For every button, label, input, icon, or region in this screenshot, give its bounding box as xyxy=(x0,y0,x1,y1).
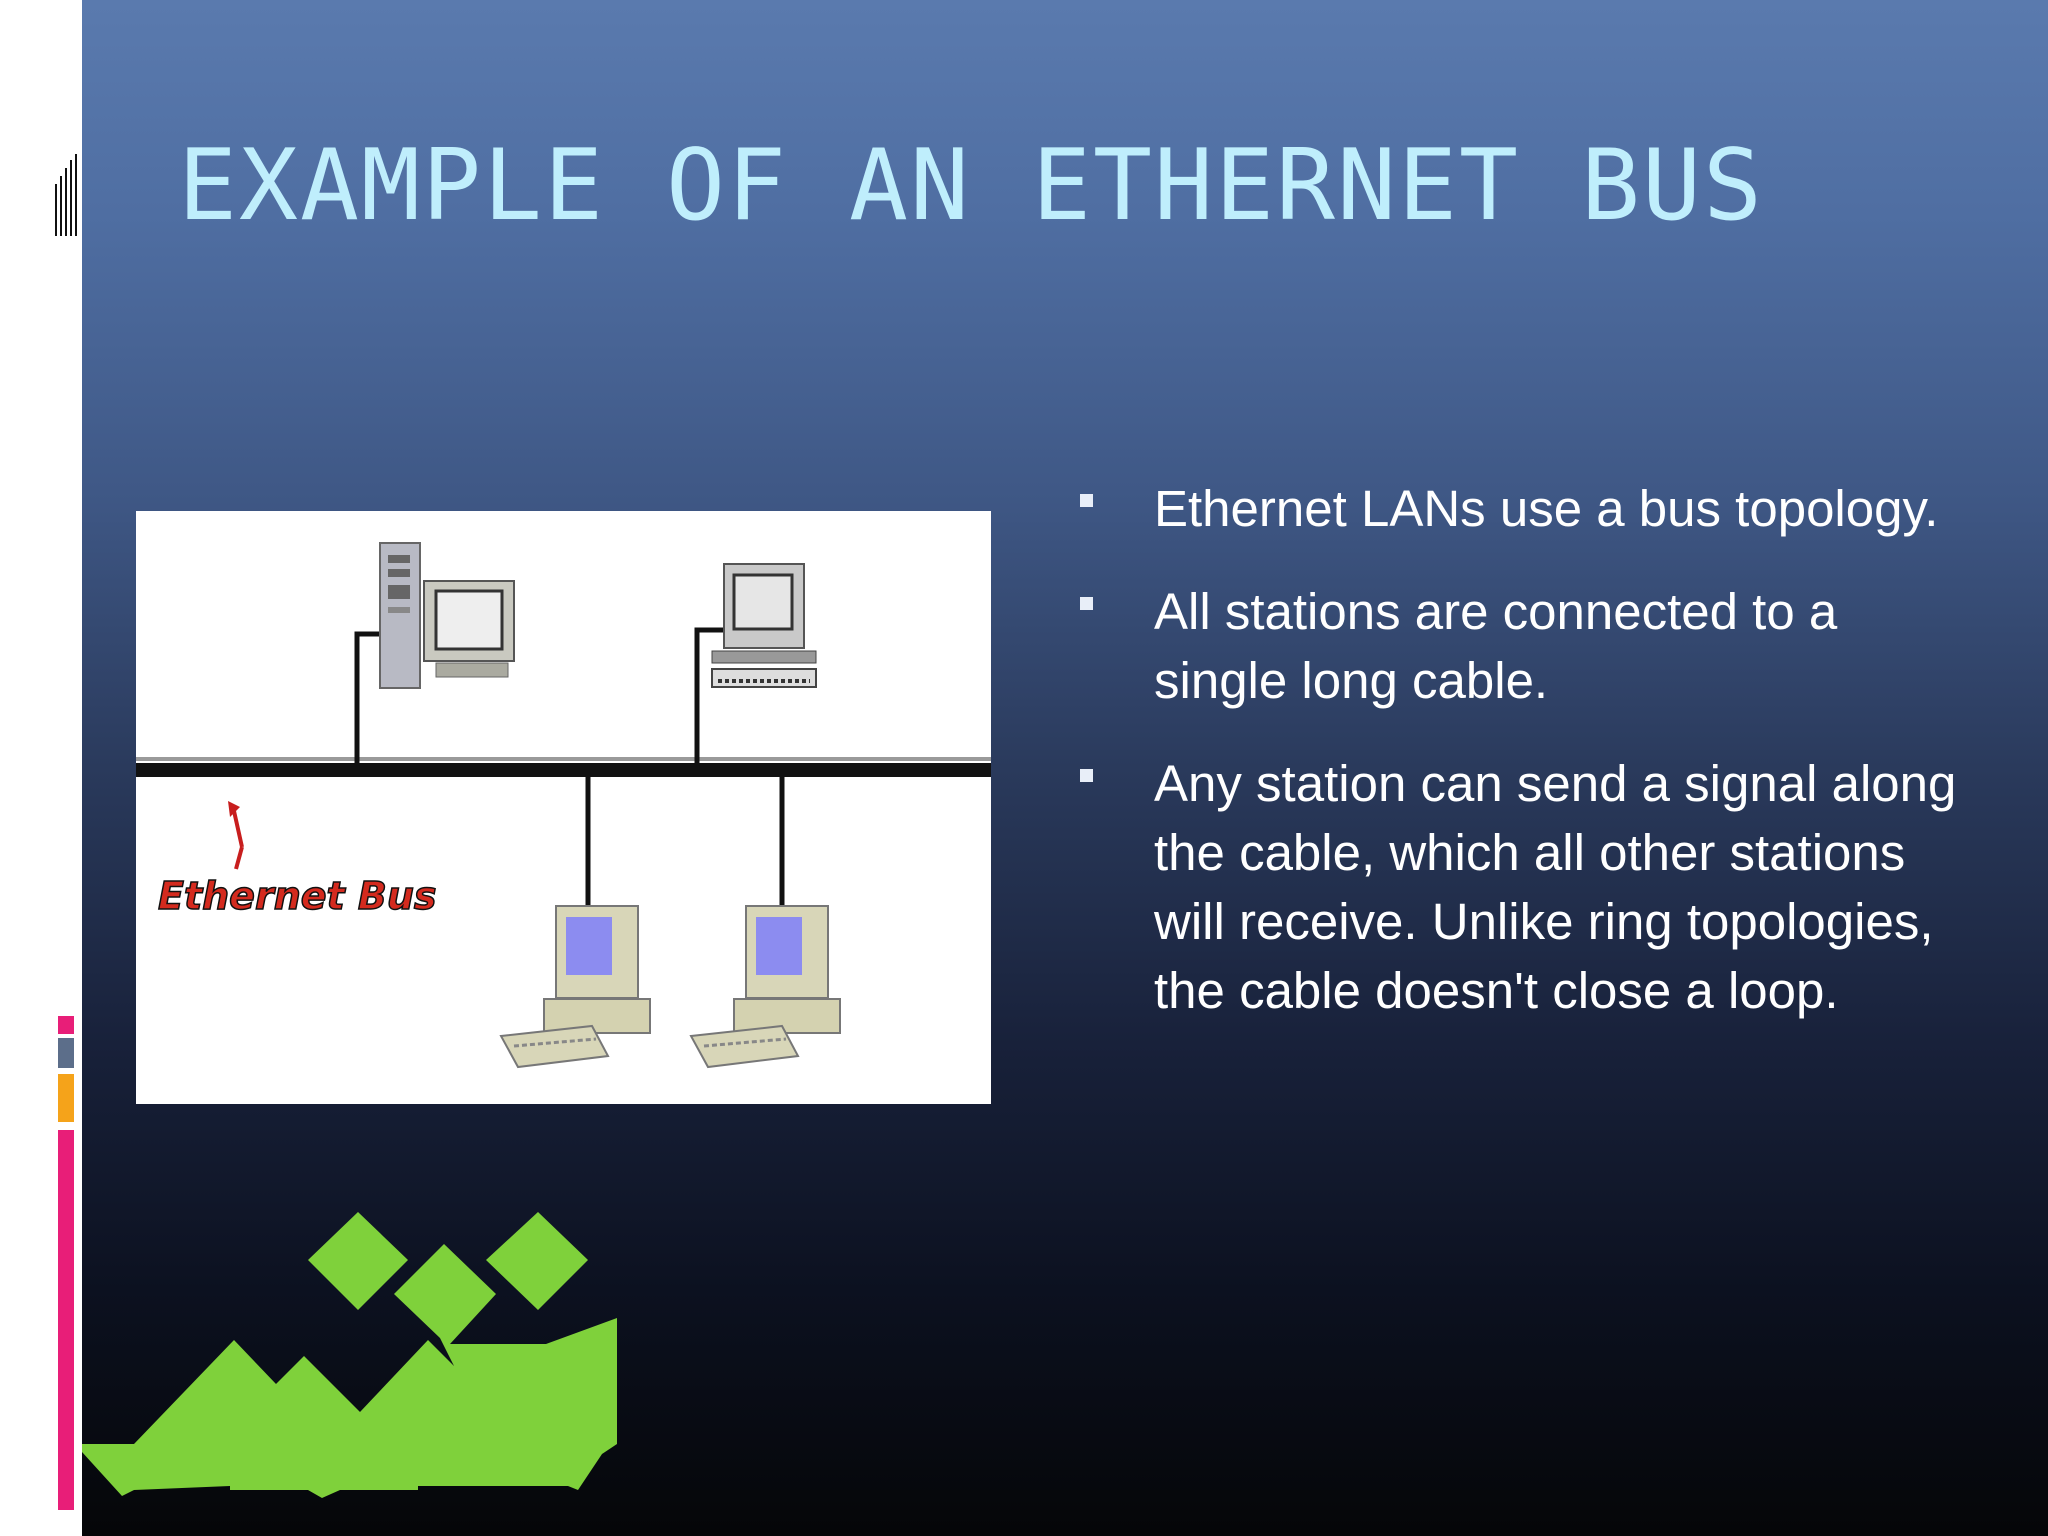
bullet-marker xyxy=(1080,597,1093,610)
bullet-item: Any station can send a signal along the … xyxy=(1078,749,1978,1025)
bullet-item: All stations are connected to a single l… xyxy=(1078,577,1978,715)
drop-line xyxy=(694,627,724,767)
desktop-computer-icon xyxy=(711,563,817,688)
bullet-marker xyxy=(1080,494,1093,507)
title-stripes-decoration xyxy=(50,150,82,236)
slide-title: EXAMPLE OF AN ETHERNET BUS xyxy=(178,129,1765,243)
bullet-text: All stations are connected to a single l… xyxy=(1154,583,1838,709)
workstation-icon xyxy=(689,905,841,1069)
bullet-text: Ethernet LANs use a bus topology. xyxy=(1154,480,1939,537)
green-shape-decoration xyxy=(82,1212,617,1498)
accent-bars-decoration xyxy=(58,1016,74,1510)
drop-line xyxy=(354,631,380,767)
bullet-marker xyxy=(1080,769,1093,782)
bullet-list: Ethernet LANs use a bus topology. All st… xyxy=(1078,474,1978,1059)
bullet-text: Any station can send a signal along the … xyxy=(1154,755,1957,1019)
workstation-icon xyxy=(499,905,651,1069)
figure-label: Ethernet Bus xyxy=(158,874,437,918)
arrow-icon xyxy=(228,801,244,870)
ethernet-bus-figure: Ethernet Bus xyxy=(136,511,991,1104)
tower-computer-icon xyxy=(379,542,515,689)
bus-cable xyxy=(136,763,991,777)
bullet-item: Ethernet LANs use a bus topology. xyxy=(1078,474,1978,543)
ethernet-bus-diagram: Ethernet Bus xyxy=(136,542,991,1069)
